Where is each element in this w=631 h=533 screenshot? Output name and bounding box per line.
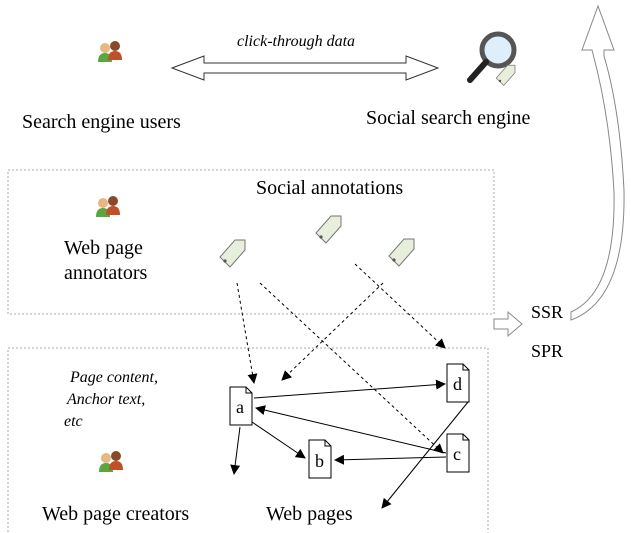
page-links — [230, 379, 469, 509]
page-letter-a: a — [236, 397, 244, 417]
social-search-engine-label: Social search engine — [366, 107, 530, 129]
page-letter-c: c — [453, 444, 461, 464]
page-icon-d: d — [446, 363, 470, 403]
page-content-line1: Page content, — [69, 369, 158, 386]
annotators-people-icon — [96, 196, 120, 217]
page-icon-c: c — [446, 433, 470, 473]
click-through-double-arrow — [170, 55, 440, 81]
click-through-data-label: click-through data — [237, 33, 355, 50]
annotation-links — [236, 263, 446, 454]
tag-icon-3 — [388, 238, 415, 267]
page-letter-d: d — [453, 374, 462, 394]
page-icon-b: b — [308, 439, 332, 479]
ssr-label: SSR — [531, 302, 563, 322]
ranking-hollow-arrow — [493, 310, 523, 338]
creators-people-icon — [99, 451, 123, 472]
web-page-label: Web page — [64, 237, 143, 259]
annotation-to-a — [236, 282, 258, 384]
link-c-to-a — [255, 405, 447, 454]
annotation-to-d — [354, 263, 446, 349]
web-page-creators-label: Web page creators — [42, 503, 189, 525]
annotators-label: annotators — [64, 262, 148, 284]
link-d-out — [381, 401, 469, 509]
annotation-to-c — [259, 282, 444, 454]
web-pages-label: Web pages — [266, 503, 353, 525]
curved-feedback-arrow — [570, 4, 625, 321]
pages-box — [7, 347, 489, 533]
link-a-to-b — [251, 421, 306, 459]
search-engine-users-label: Search engine users — [22, 111, 181, 133]
magnifier-tag-icon — [467, 31, 517, 86]
users-people-icon — [98, 41, 122, 62]
page-icon-a: a — [229, 386, 253, 426]
link-a-to-d — [253, 379, 446, 399]
page-letter-b: b — [315, 451, 324, 471]
page-content-line2: Anchor text, — [66, 391, 145, 408]
tag-icon-1 — [219, 239, 246, 268]
annotation-to-a-2 — [281, 282, 384, 381]
spr-label: SPR — [531, 341, 563, 361]
page-content-line3: etc — [64, 413, 83, 430]
social-annotations-title: Social annotations — [256, 177, 403, 199]
link-a-out — [230, 426, 241, 475]
link-c-to-b — [334, 454, 447, 465]
annotation-box — [7, 169, 495, 315]
tag-icon-2 — [315, 215, 342, 244]
